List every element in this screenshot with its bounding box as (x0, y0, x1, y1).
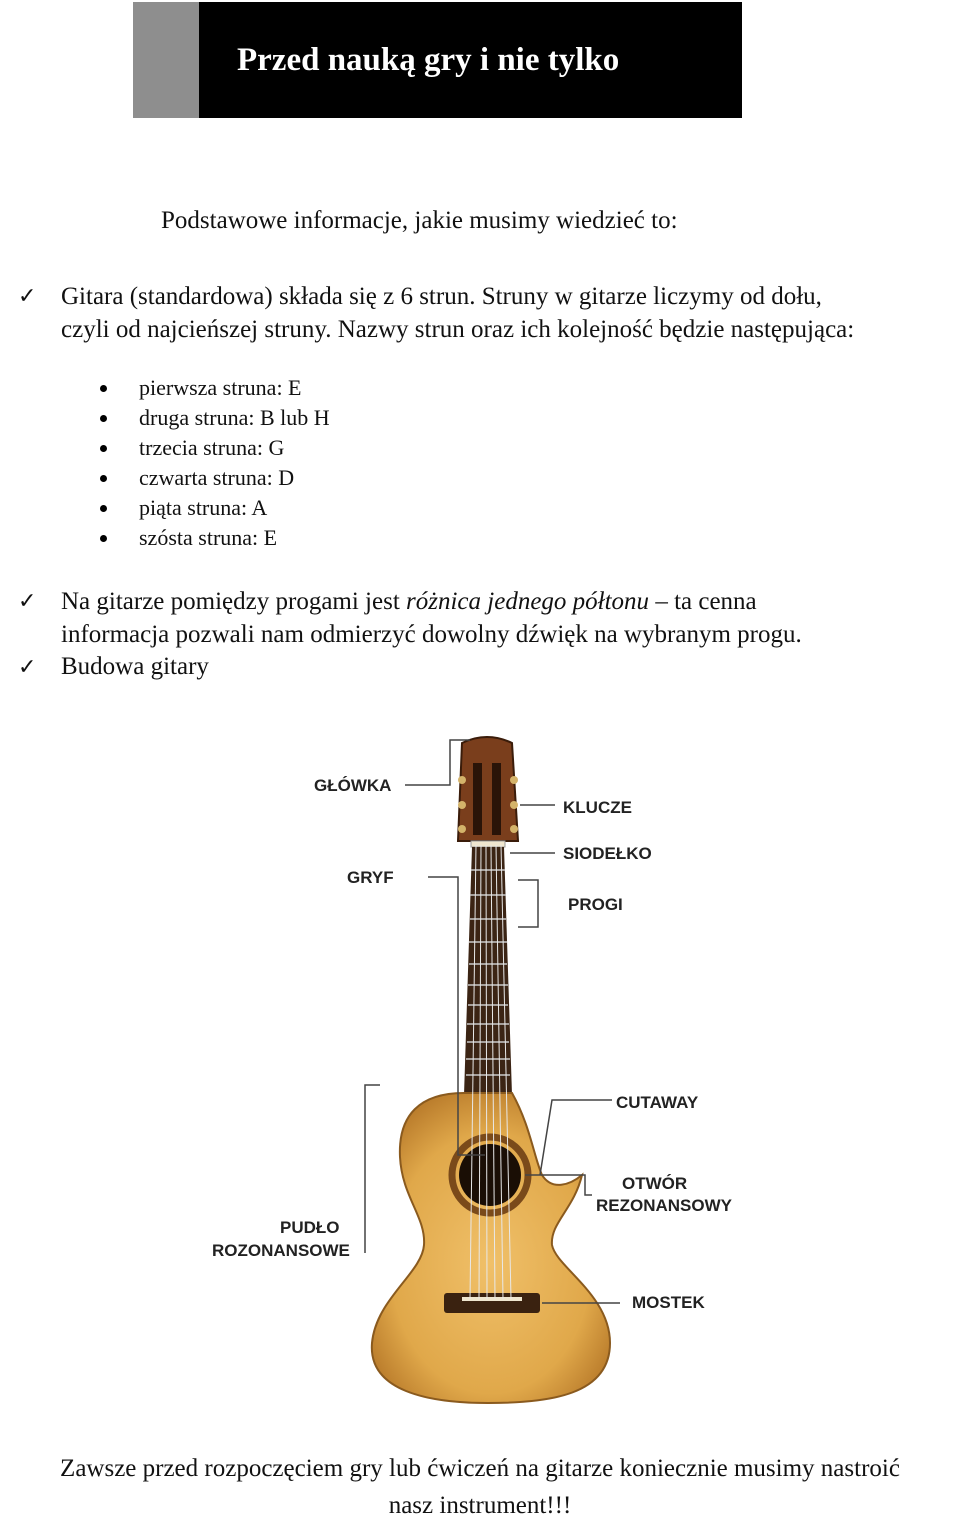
bracket-otwor (525, 1174, 592, 1196)
list-item: druga struna: B lub H (100, 403, 330, 433)
label-otwor-line1: OTWÓR (622, 1174, 687, 1193)
footer-line1: Zawsze przed rozpoczęciem gry lub ćwicze… (60, 1455, 900, 1482)
guitar-body (370, 1092, 612, 1405)
bracket-cutaway (539, 1099, 612, 1176)
list-item: szósta struna: E (100, 523, 330, 553)
list-item: piąta struna: A (100, 493, 330, 523)
label-cutaway: CUTAWAY (616, 1093, 699, 1112)
guitar-strings (469, 844, 512, 1300)
list-item: trzecia struna: G (100, 433, 330, 463)
sound-hole (459, 1144, 521, 1206)
label-klucze: KLUCZE (563, 798, 632, 817)
point-strings-line2: czyli od najcieńszej struny. Nazwy strun… (61, 316, 855, 343)
footer-note: Zawsze przed rozpoczęciem gry lub ćwicze… (0, 1450, 960, 1524)
list-item: czwarta struna: D (100, 463, 330, 493)
checkmark-icon: ✓ (18, 588, 37, 613)
label-otwor-line2: REZONANSOWY (596, 1196, 733, 1215)
guitar-anatomy-diagram: GŁÓWKA KLUCZE SIODEŁKO GRYF PROGI CUTAWA… (212, 736, 733, 1405)
bracket-progi (518, 879, 539, 928)
point-semitone: Na gitarze pomiędzy progami jest różnica… (61, 585, 802, 651)
label-gryf: GRYF (347, 868, 394, 887)
checkmark-icon: ✓ (18, 654, 37, 679)
bracket-glowka (405, 739, 470, 786)
label-glowka: GŁÓWKA (314, 776, 391, 795)
label-pudlo-line1: PUDŁO (280, 1218, 340, 1237)
guitar-bridge (444, 1293, 540, 1313)
page-title: Przed nauką gry i nie tylko (237, 42, 620, 78)
banner-stripe (133, 2, 199, 118)
guitar-neck (464, 847, 512, 1095)
bracket-gryf (428, 876, 485, 1156)
label-siodelko: SIODEŁKO (563, 844, 652, 863)
string-list: pierwsza struna: E druga struna: B lub H… (100, 373, 330, 553)
point-anatomy: Budowa gitary (61, 653, 209, 680)
label-progi: PROGI (568, 895, 623, 914)
intro-text: Podstawowe informacje, jakie musimy wied… (161, 207, 678, 234)
semitone-emphasis: różnica jednego półtonu (406, 588, 650, 615)
footer-line2: nasz instrument!!! (388, 1492, 572, 1519)
bullet-icon (100, 505, 107, 512)
bullet-icon (100, 415, 107, 422)
bullet-icon (100, 475, 107, 482)
bullet-icon (100, 535, 107, 542)
list-item: pierwsza struna: E (100, 373, 330, 403)
title-banner: Przed nauką gry i nie tylko (199, 2, 742, 118)
point-strings: Gitara (standardowa) składa się z 6 stru… (61, 280, 854, 346)
bracket-pudlo (364, 1084, 380, 1253)
point-semitone-line2: informacja pozwali nam odmierzyć dowolny… (61, 621, 802, 648)
label-pudlo-line2: ROZONANSOWE (212, 1241, 350, 1260)
label-mostek: MOSTEK (632, 1293, 705, 1312)
bullet-icon (100, 385, 107, 392)
checkmark-icon: ✓ (18, 283, 37, 308)
point-strings-line1: Gitara (standardowa) składa się z 6 stru… (61, 283, 822, 310)
bullet-icon (100, 445, 107, 452)
guitar-headstock (456, 736, 520, 842)
